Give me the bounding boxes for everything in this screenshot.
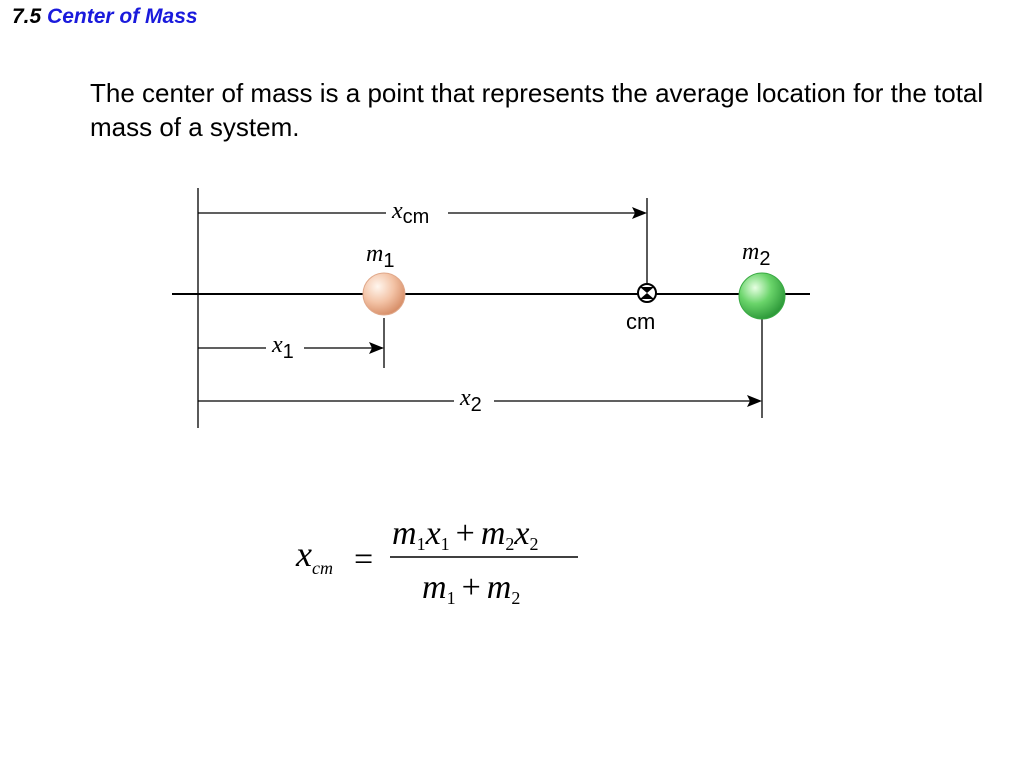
section-number: 7.5 — [12, 5, 42, 28]
center-of-mass-formula: xcm = m1x1+m2x2 m1+m2 — [295, 515, 578, 608]
mass2-sphere — [738, 272, 786, 320]
formula-denominator: m1+m2 — [422, 569, 520, 608]
x1-label: x1 — [271, 332, 294, 363]
x2-arrowhead — [747, 395, 762, 407]
x1-arrowhead — [369, 342, 384, 354]
slide-title: 7.5 Center of Mass — [12, 5, 198, 29]
x2-label: x2 — [459, 385, 482, 416]
formula-lhs: xcm — [295, 534, 333, 578]
formula-equals: = — [354, 541, 373, 578]
mass1-sphere — [362, 272, 406, 316]
mass2-label: m2 — [742, 239, 770, 270]
cm-marker-icon — [637, 283, 657, 303]
intro-paragraph: The center of mass is a point that repre… — [90, 78, 984, 142]
cm-label: cm — [626, 309, 655, 334]
mass1-label: m1 — [366, 241, 394, 272]
xcm-label: xcm — [391, 198, 429, 228]
formula-numerator: m1x1+m2x2 — [392, 515, 539, 554]
section-title: Center of Mass — [47, 5, 198, 28]
xcm-arrowhead — [632, 207, 647, 219]
